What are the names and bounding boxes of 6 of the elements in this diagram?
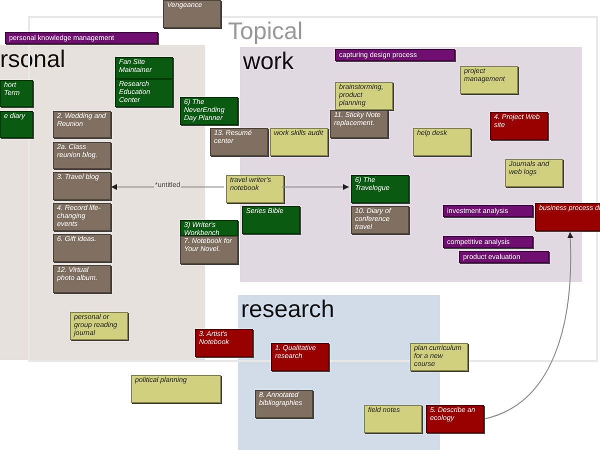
region-title: work [243, 49, 294, 75]
arrow [282, 184, 350, 190]
region-title: Topical [228, 19, 303, 45]
region-title: rsonal [0, 47, 66, 73]
region-title: research [241, 297, 334, 323]
arrow [484, 232, 574, 420]
